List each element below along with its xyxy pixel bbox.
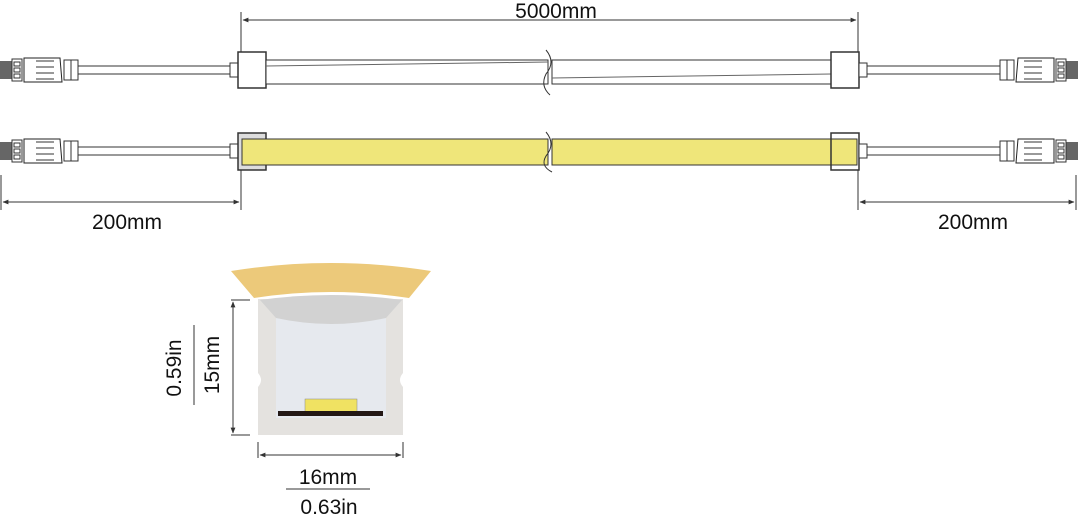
strip-side-view-lit: [0, 132, 1078, 171]
right-cable-label: 200mm: [938, 211, 1008, 234]
height-mm-label: 15mm: [201, 336, 224, 394]
strip-side-view-unlit: [0, 51, 1078, 89]
right-connector-icon: [999, 57, 1078, 83]
right-cable-dimension: 200mm: [857, 170, 1077, 234]
light-emission: [231, 263, 431, 298]
left-cable-label: 200mm: [92, 211, 162, 234]
height-in-label: 0.59in: [163, 339, 186, 396]
length-label: 5000mm: [515, 0, 597, 23]
left-connector-icon: [0, 138, 79, 164]
break-mark: [543, 131, 553, 173]
left-cable-dimension: 200mm: [0, 170, 242, 234]
width-in-label: 0.63in: [300, 496, 357, 516]
right-connector-icon: [999, 138, 1078, 164]
height-dimension: 15mm 0.59in: [163, 299, 250, 436]
pcb: [278, 411, 383, 416]
led-chip: [304, 398, 358, 413]
break-mark: [543, 49, 552, 96]
left-connector-icon: [0, 57, 79, 83]
length-dimension: 5000mm: [240, 0, 859, 52]
cross-section: [231, 263, 431, 435]
width-dimension: 16mm 0.63in: [257, 442, 404, 516]
width-mm-label: 16mm: [299, 466, 357, 489]
